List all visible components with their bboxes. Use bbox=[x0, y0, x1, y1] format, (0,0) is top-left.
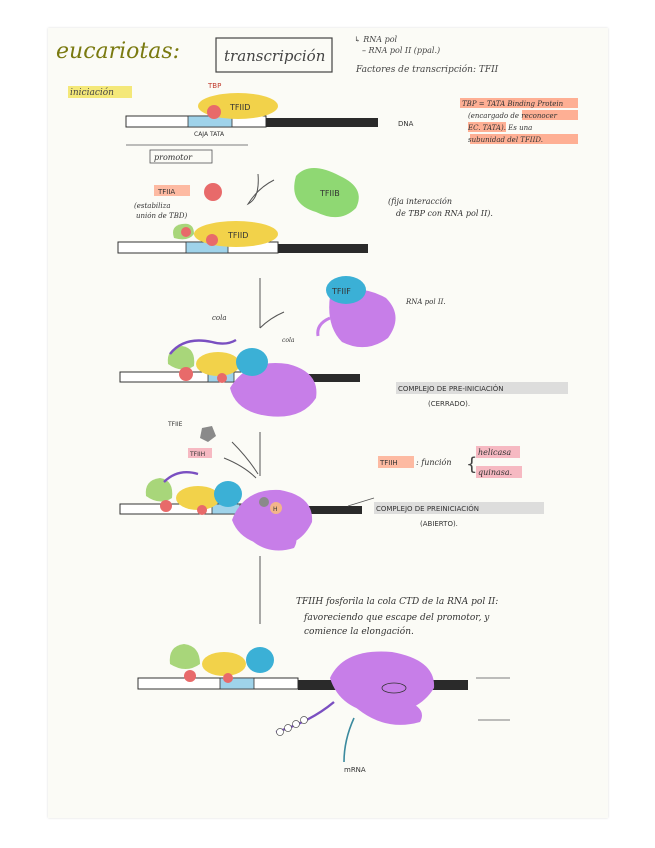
dna-strand-2-dark bbox=[278, 244, 368, 253]
tbp-note-4: subunidad del TFIID. bbox=[468, 136, 543, 144]
quinasa-label: quinasa. bbox=[478, 468, 512, 477]
tfiie-4 bbox=[259, 497, 269, 507]
dna-strand-1-dark bbox=[266, 118, 378, 127]
tbp-1 bbox=[207, 105, 221, 119]
arrow-3 bbox=[260, 278, 284, 328]
mrna-strand bbox=[344, 718, 354, 762]
header-note-3: Factores de transcripción: TFII bbox=[355, 64, 499, 75]
cola-label-1: cola bbox=[212, 314, 227, 322]
tbp-label: TBP bbox=[207, 82, 221, 90]
complex-closed-1: COMPLEJO DE PRE-INICIACIÓN bbox=[398, 384, 504, 393]
tbp-4 bbox=[160, 500, 172, 512]
transcription-diagram: eucariotas: transcripción ↳ RNA pol – RN… bbox=[48, 28, 608, 818]
tfiih-func-text: : función bbox=[416, 458, 452, 467]
step5-text-2: favoreciendo que escape del promotor, y bbox=[303, 613, 490, 623]
tfiif-5 bbox=[246, 647, 274, 673]
boxed-title: transcripción bbox=[224, 47, 325, 65]
tfiih-func-label: TFIIH bbox=[379, 459, 398, 467]
tfiie-shape bbox=[200, 426, 216, 442]
tfiib-note-1: (fija interacción bbox=[388, 197, 452, 206]
helicasa-label: helicasa bbox=[478, 448, 511, 457]
pointer-line-4 bbox=[348, 498, 374, 506]
tfiih-small-label: TFIIH bbox=[189, 451, 205, 458]
tbp-3 bbox=[179, 367, 193, 381]
tfiib-label: TFIIB bbox=[319, 189, 340, 198]
cola-label-2: cola bbox=[282, 337, 295, 344]
tfiid-2-label: TFIID bbox=[227, 231, 248, 240]
complex-open-1: COMPLEJO DE PREINICIACIÓN bbox=[376, 504, 479, 513]
iniciacion-label: iniciación bbox=[70, 87, 114, 98]
tfiid-5 bbox=[202, 652, 246, 676]
mrna-label: mRNA bbox=[344, 766, 366, 774]
phosphate-3 bbox=[293, 721, 300, 728]
tata-label: CAJA TATA bbox=[194, 131, 225, 138]
phosphate-1 bbox=[277, 729, 284, 736]
tfiif-4 bbox=[214, 481, 242, 507]
rnapol-label: RNA pol II. bbox=[405, 298, 446, 306]
dna-strand-5-light bbox=[138, 678, 298, 689]
promoter-label: promotor bbox=[154, 153, 193, 162]
brace: { bbox=[466, 454, 477, 475]
step5-text-1: TFIIH fosforila la cola CTD de la RNA po… bbox=[296, 597, 498, 607]
tbp-5 bbox=[184, 670, 196, 682]
tfiia-label: TFIIA bbox=[157, 188, 175, 196]
dna-label: DNA bbox=[398, 120, 414, 128]
notebook-page: eucariotas: transcripción ↳ RNA pol – RN… bbox=[48, 28, 608, 818]
complex-closed-2: (CERRADO). bbox=[428, 400, 470, 408]
arrow-2 bbox=[248, 174, 274, 204]
tbp-note-3: EC. TATA). Es una bbox=[467, 124, 532, 132]
tbp-3b bbox=[217, 373, 227, 383]
arrow-4 bbox=[224, 432, 260, 478]
tfiib-2 bbox=[181, 227, 191, 237]
tfiid-4 bbox=[176, 486, 220, 510]
complex-open-2: (ABIERTO). bbox=[420, 520, 458, 528]
tfiia-note-1: (estabiliza bbox=[134, 202, 171, 210]
tbp-note-2: (encargado de reconocer bbox=[468, 112, 558, 120]
phosphate-2 bbox=[285, 725, 292, 732]
step5-text-3: comience la elongación. bbox=[304, 626, 414, 637]
header-note-1: ↳ RNA pol bbox=[354, 35, 398, 44]
tfiia-3 bbox=[168, 346, 194, 370]
tfiia-ball bbox=[204, 183, 222, 201]
phosphate-4 bbox=[301, 717, 308, 724]
tfiif-label: TFIIF bbox=[331, 287, 351, 296]
tbp-4b bbox=[197, 505, 207, 515]
tfiia-note-2: unión de TBD) bbox=[136, 212, 187, 220]
tfiid-3 bbox=[196, 352, 240, 376]
tfiif-3-bound bbox=[236, 348, 268, 376]
header-note-2: – RNA pol II (ppal.) bbox=[362, 46, 440, 55]
tfiie-label: TFIIE bbox=[167, 421, 183, 428]
tbp-2 bbox=[206, 234, 218, 246]
page-title: eucariotas: bbox=[56, 39, 180, 64]
tfiib-note-2: de TBP con RNA pol II). bbox=[396, 209, 493, 218]
cola-tail-4 bbox=[164, 472, 198, 482]
tbp-note-1: TBP = TATA Binding Protein bbox=[462, 100, 564, 108]
tfiih-4-label: H bbox=[273, 506, 278, 513]
tbp-5b bbox=[223, 673, 233, 683]
tfiia-5 bbox=[170, 644, 200, 669]
tfiid-1-label: TFIID bbox=[229, 103, 250, 112]
rnapol-3-tail bbox=[318, 318, 330, 336]
tfiia-4 bbox=[146, 478, 172, 502]
